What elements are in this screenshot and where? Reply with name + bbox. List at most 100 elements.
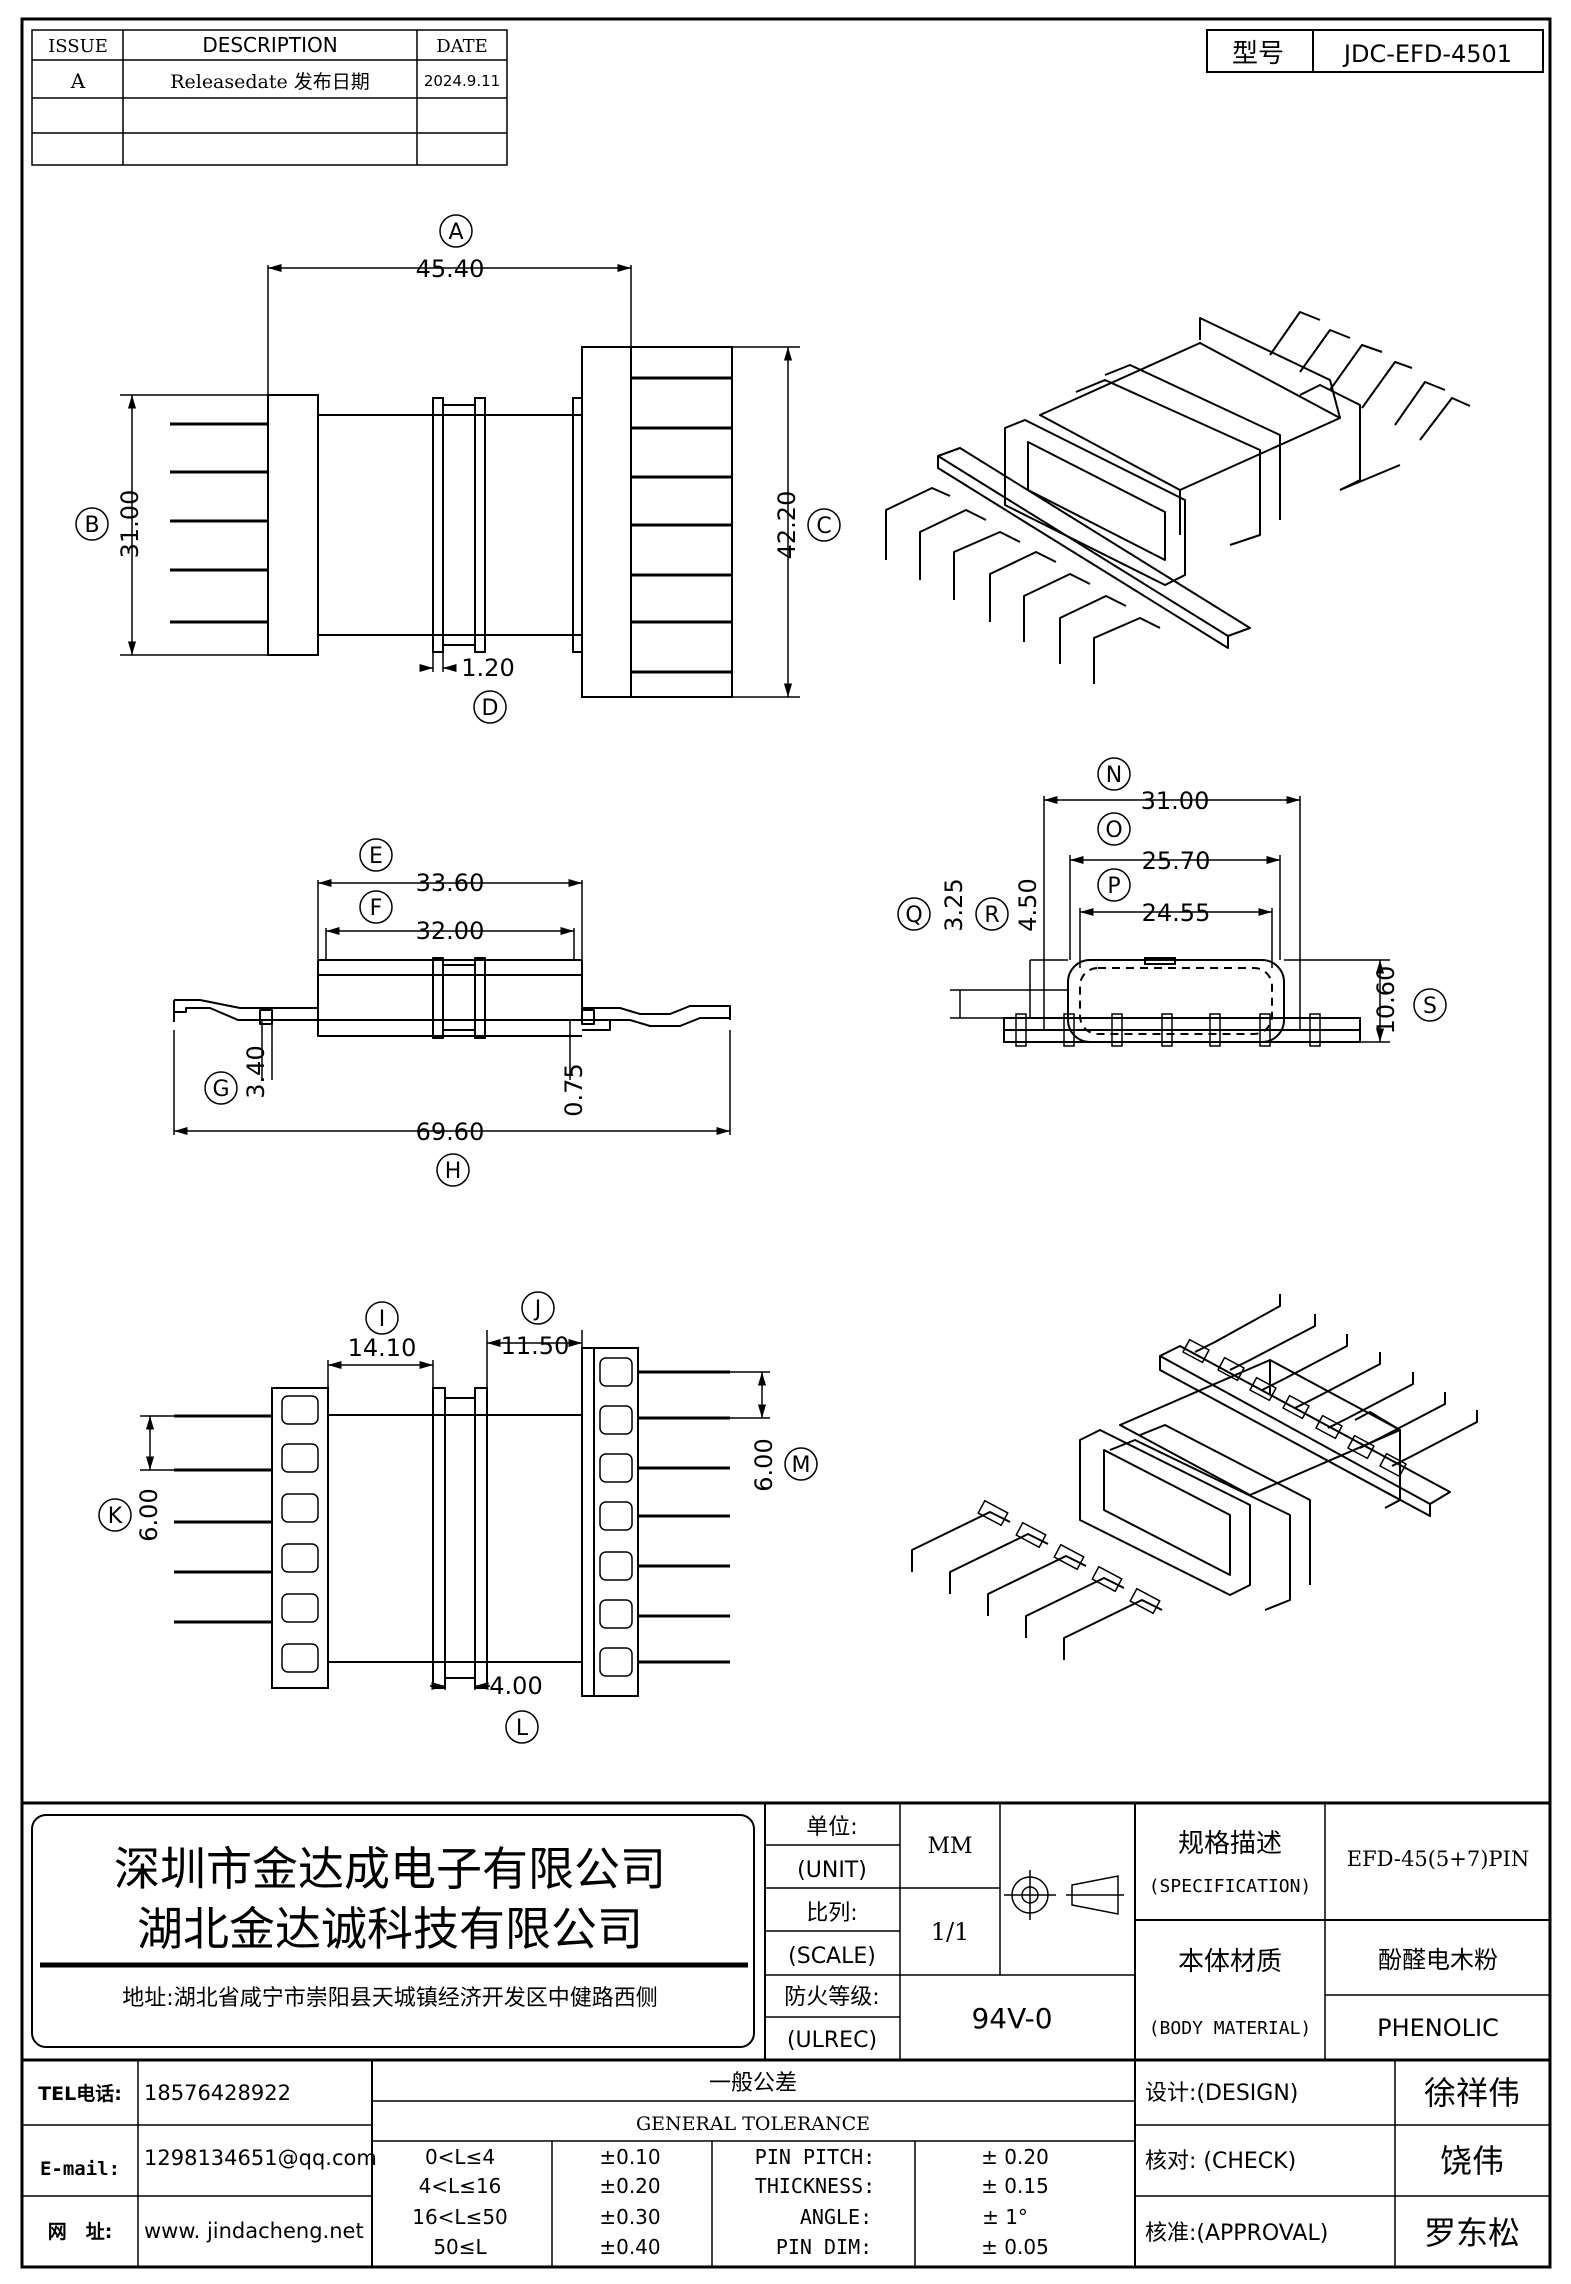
dim-label-l: L: [505, 1710, 539, 1744]
pin-dim-value: ± 0.05: [981, 2235, 1049, 2259]
dim-label-d: D: [473, 690, 507, 724]
dim-label-q: Q: [897, 897, 931, 931]
dim-value-g2: 0.75: [560, 1063, 588, 1116]
dim-value-e: 33.60: [416, 869, 485, 897]
spec-label-en: (SPECIFICATION): [1149, 1876, 1312, 1897]
dim-value-h: 69.60: [416, 1118, 485, 1146]
svg-text:D: D: [482, 696, 499, 721]
revision-header-date: DATE: [436, 36, 488, 57]
dim-value-r: 4.50: [1014, 878, 1042, 931]
dim-label-a: A: [439, 214, 473, 248]
revision-row-description: Releasedate 发布日期: [170, 71, 370, 93]
dim-value-o: 25.70: [1142, 847, 1211, 875]
angle-value: ± 1°: [982, 2205, 1028, 2229]
svg-text:N: N: [1106, 763, 1122, 788]
svg-text:K: K: [108, 1504, 123, 1529]
revision-row-issue: A: [70, 69, 86, 93]
front-view: [173, 957, 731, 1039]
tel-value: 18576428922: [144, 2081, 291, 2105]
tolerance-value-3: ±0.30: [599, 2205, 660, 2229]
tolerance-value-4: ±0.40: [599, 2235, 660, 2259]
revision-table: [31, 29, 508, 166]
svg-text:M: M: [792, 1453, 811, 1478]
email-value: 1298134651@qq.com: [144, 2146, 377, 2170]
thickness-value: ± 0.15: [981, 2174, 1049, 2198]
revision-header-description: DESCRIPTION: [202, 33, 337, 57]
dim-label-i: I: [365, 1301, 399, 1335]
website-label: 网 址:: [48, 2221, 113, 2243]
tolerance-title-cn: 一般公差: [709, 2071, 797, 2096]
dim-value-s: 10.60: [1372, 966, 1400, 1035]
material-value-en: PHENOLIC: [1377, 2014, 1499, 2042]
website-value: www. jindacheng.net: [144, 2219, 364, 2243]
svg-text:E: E: [369, 844, 383, 869]
dim-value-j: 11.50: [501, 1332, 570, 1360]
svg-text:Q: Q: [905, 903, 922, 928]
tolerance-value-1: ±0.10: [599, 2145, 660, 2169]
dim-value-l: 4.00: [489, 1672, 542, 1700]
top-view: [170, 346, 733, 698]
projection-symbol-icon: [1004, 1870, 1124, 1920]
angle-label: ANGLE:: [800, 2205, 872, 2229]
dim-label-b: B: [75, 507, 109, 541]
pin-pitch-value: ± 0.20: [981, 2145, 1049, 2169]
svg-text:H: H: [445, 1159, 462, 1184]
spec-value: EFD-45(5+7)PIN: [1347, 1847, 1529, 1871]
tolerance-value-2: ±0.20: [599, 2174, 660, 2198]
dim-label-n: N: [1097, 757, 1131, 791]
dim-value-n: 31.00: [1141, 787, 1210, 815]
ul-label-en: (ULREC): [787, 2028, 877, 2053]
unit-label-en: (UNIT): [797, 1858, 867, 1883]
side-view: [1003, 957, 1361, 1047]
dim-label-s: S: [1413, 988, 1447, 1022]
svg-text:B: B: [84, 513, 99, 538]
svg-text:A: A: [448, 220, 463, 245]
dim-label-m: M: [784, 1447, 818, 1481]
dim-label-c: C: [807, 508, 841, 542]
isometric-view-bottom: [911, 1294, 1478, 1660]
scale-label-cn: 比列:: [806, 1901, 857, 1926]
unit-value: MM: [927, 1834, 972, 1859]
material-value-cn: 酚醛电木粉: [1378, 1946, 1498, 1974]
svg-text:O: O: [1105, 818, 1122, 843]
check-name: 饶伟: [1440, 2142, 1504, 2180]
scale-label-en: (SCALE): [788, 1944, 876, 1969]
ul-label-cn: 防火等级:: [784, 1985, 879, 2010]
svg-text:I: I: [379, 1307, 386, 1332]
bottom-view-dimensions: [140, 1330, 770, 1691]
tolerance-title-en: GENERAL TOLERANCE: [636, 2113, 870, 2135]
pin-pitch-label: PIN PITCH:: [755, 2145, 875, 2169]
svg-text:F: F: [370, 896, 383, 921]
svg-text:R: R: [984, 903, 999, 928]
dim-label-p: P: [1097, 868, 1131, 902]
model-number: JDC-EFD-4501: [1342, 40, 1512, 68]
company-address: 地址:湖北省咸宁市崇阳县天城镇经济开发区中健路西侧: [122, 1986, 657, 2011]
model-label: 型号: [1232, 39, 1284, 69]
thickness-label: THICKNESS:: [755, 2174, 875, 2198]
email-label: E-mail:: [40, 2158, 120, 2180]
svg-text:L: L: [516, 1716, 529, 1741]
spec-label-cn: 规格描述: [1178, 1829, 1282, 1859]
dim-value-a: 45.40: [416, 255, 485, 283]
tolerance-range-4: 50≤L: [433, 2235, 487, 2259]
dim-value-m: 6.00: [750, 1438, 778, 1491]
tolerance-range-2: 4<L≤16: [419, 2174, 502, 2198]
unit-label-cn: 单位:: [806, 1815, 857, 1840]
dim-label-f: F: [359, 890, 393, 924]
dim-label-h: H: [436, 1153, 470, 1187]
svg-text:G: G: [212, 1077, 229, 1102]
svg-text:J: J: [533, 1297, 542, 1322]
material-label-en: (BODY MATERIAL): [1149, 2018, 1312, 2039]
bottom-view: [174, 1347, 730, 1697]
dim-value-i: 14.10: [348, 1334, 417, 1362]
company-name-2: 湖北金达诚科技有限公司: [137, 1902, 643, 1956]
revision-row-date: 2024.9.11: [424, 72, 500, 90]
dim-value-b: 31.00: [116, 490, 144, 559]
dim-value-q: 3.25: [940, 878, 968, 931]
revision-header-issue: ISSUE: [48, 36, 108, 57]
company-name-1: 深圳市金达成电子有限公司: [114, 1842, 666, 1896]
approval-label: 核准:(APPROVAL): [1145, 2221, 1328, 2246]
dim-value-c: 42.20: [773, 491, 801, 560]
isometric-view-top: [885, 311, 1471, 684]
